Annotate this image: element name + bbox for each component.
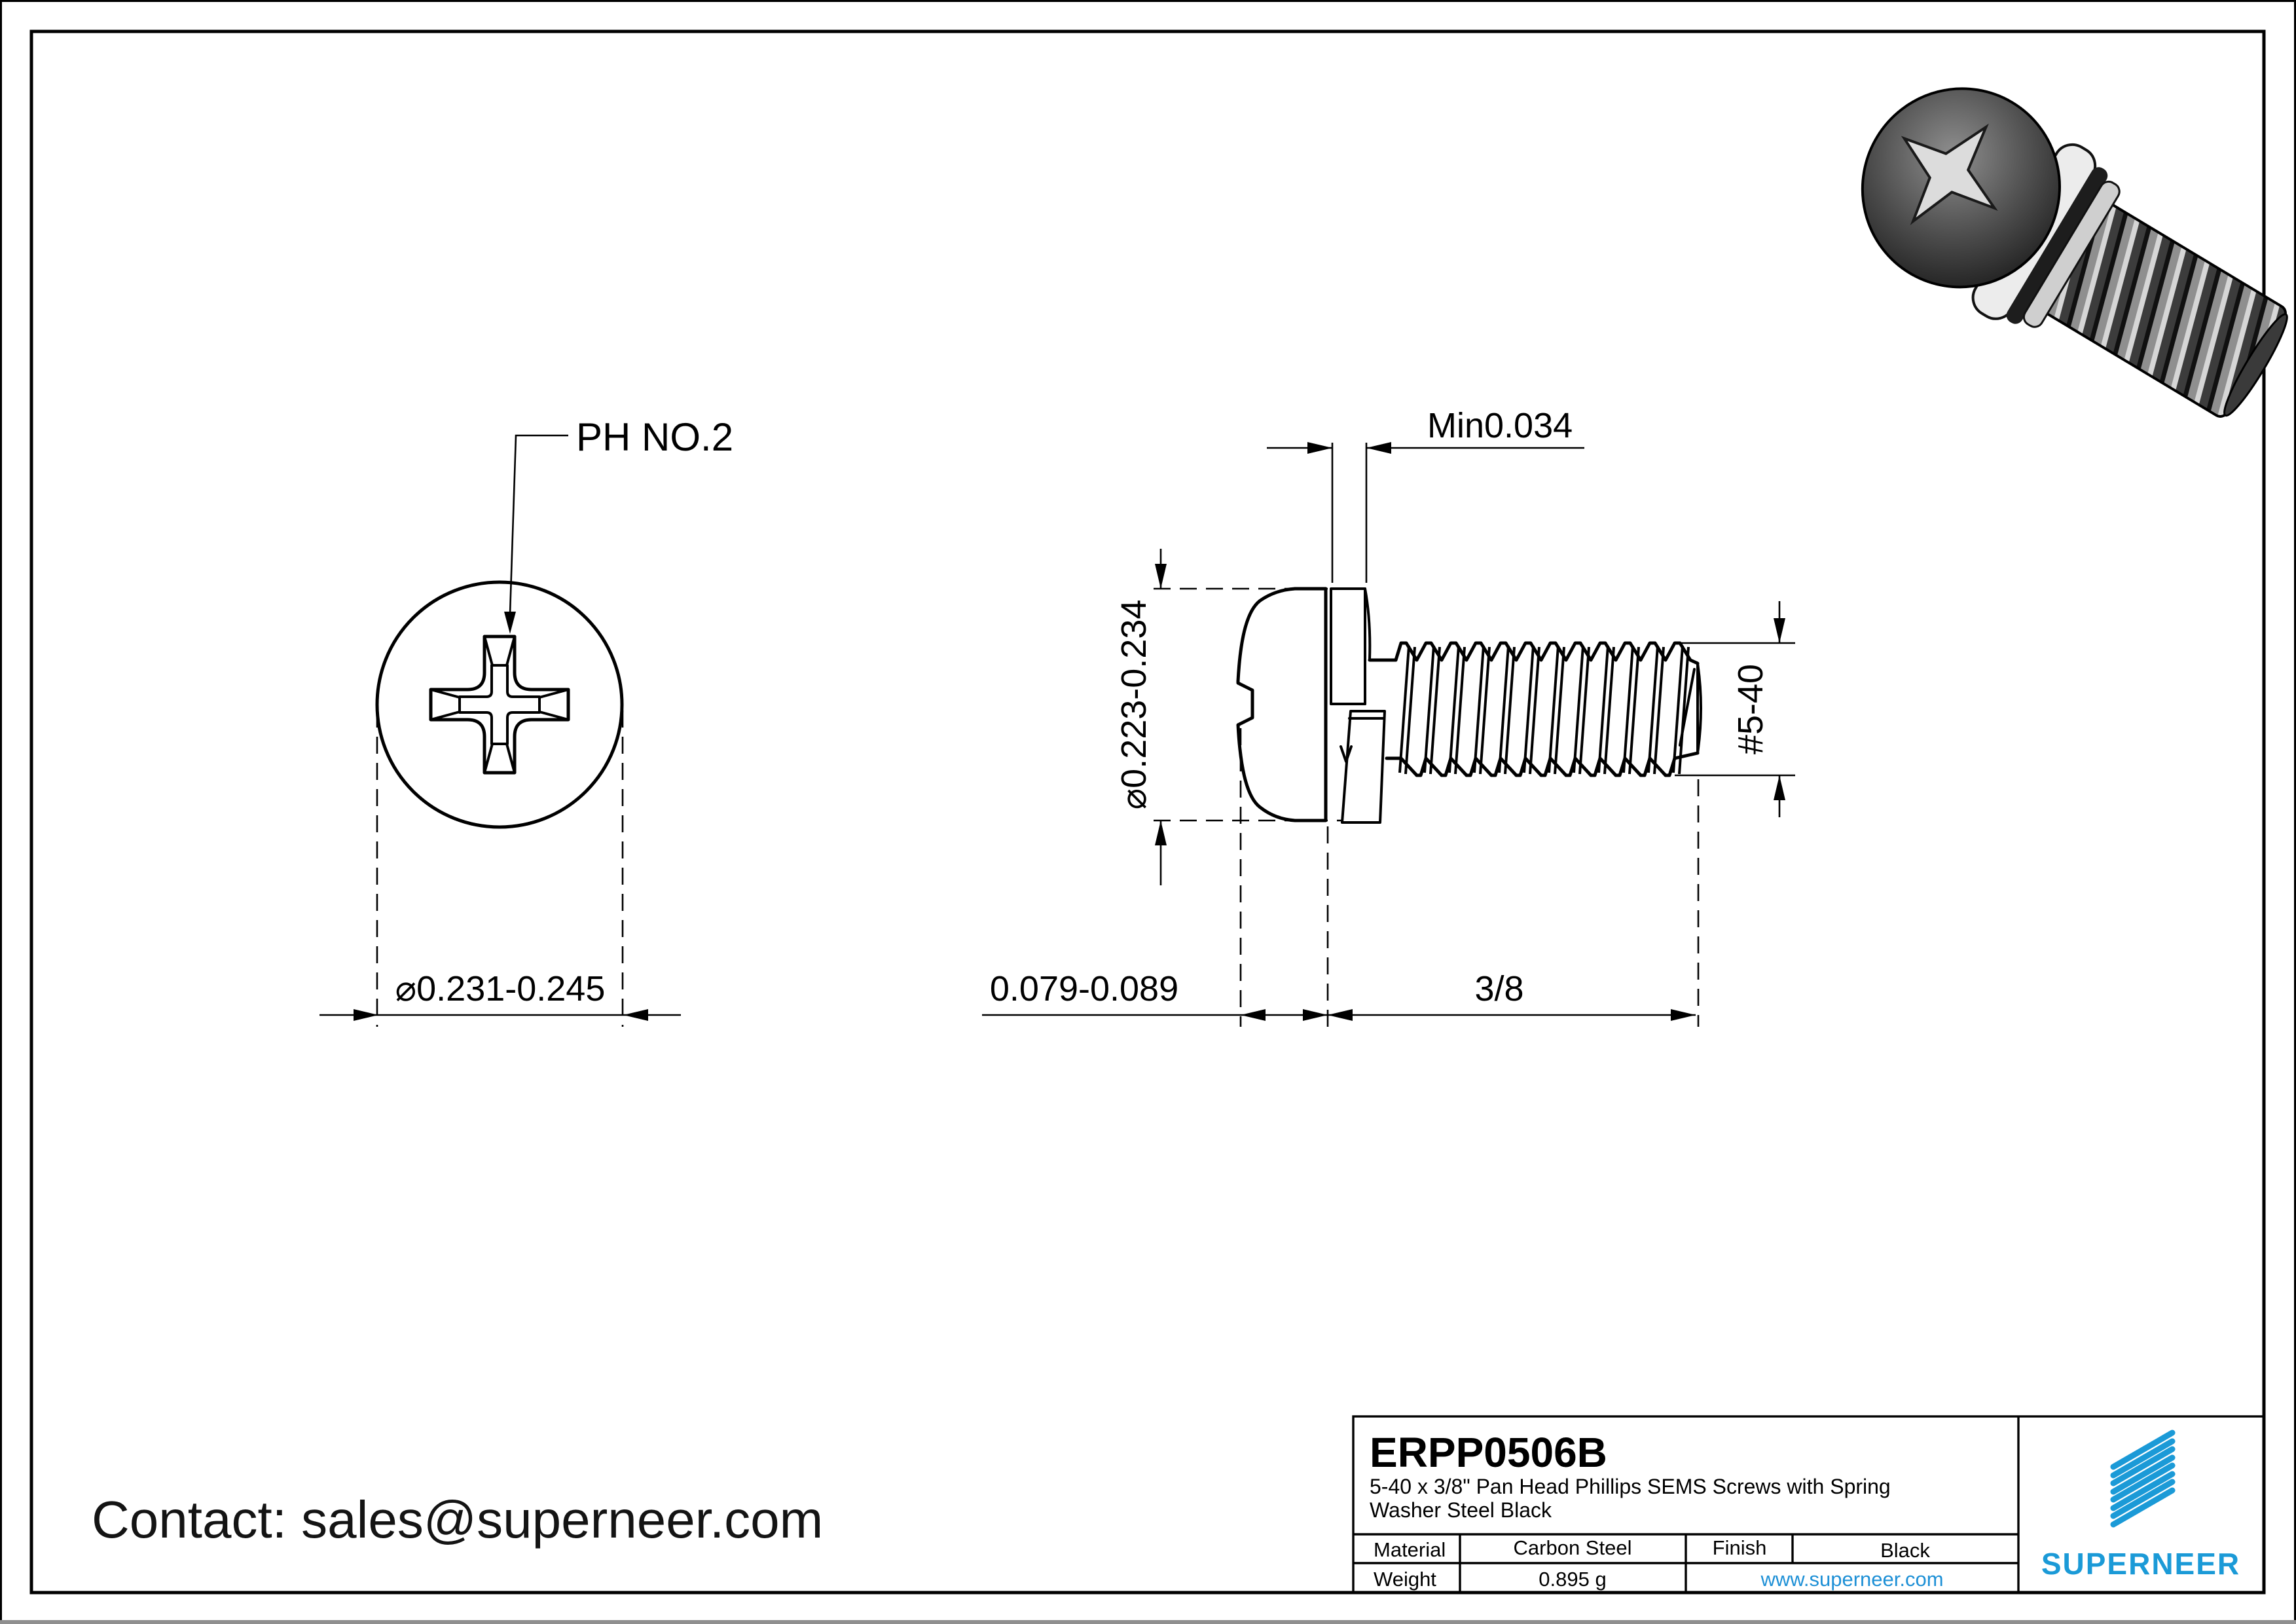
website-link[interactable]: www.superneer.com bbox=[1760, 1568, 1943, 1591]
brand-logo: SUPERNEER bbox=[2041, 1430, 2240, 1581]
description-line2: Washer Steel Black bbox=[1370, 1498, 1552, 1522]
weight-value: 0.895 g bbox=[1539, 1568, 1606, 1591]
washer-thickness-dimension: Min0.034 bbox=[1267, 406, 1584, 583]
thread-spec-dimension: #5-40 bbox=[1675, 601, 1795, 817]
length-dimensions: 0.079-0.089 3/8 bbox=[982, 728, 1700, 1027]
thread-end-chamfer bbox=[1679, 662, 1702, 754]
finish-label: Finish bbox=[1713, 1536, 1767, 1559]
drawing-frame bbox=[29, 29, 2266, 1595]
side-view: Min0.034 ⌀0.223-0.234 0.079-0.089 3/8 bbox=[982, 406, 1795, 1027]
brand-name: SUPERNEER bbox=[2041, 1547, 2240, 1581]
thread-flank-lines bbox=[1398, 645, 1690, 775]
phillips-cross-inner bbox=[458, 664, 541, 745]
contact-text: Contact: sales@superneer.com bbox=[92, 1490, 823, 1549]
screw-tip-3d bbox=[2223, 313, 2288, 417]
thread-spec-text: #5-40 bbox=[1731, 664, 1770, 754]
brand-logo-stripes bbox=[2110, 1430, 2176, 1528]
head-height-text: 0.079-0.089 bbox=[990, 969, 1178, 1008]
spring-washer-3d bbox=[2006, 167, 2108, 324]
title-block: ERPP0506B 5-40 x 3/8" Pan Head Phillips … bbox=[1352, 1415, 2265, 1594]
phillips-star-3d bbox=[1901, 123, 1998, 225]
washer-thickness-text: Min0.034 bbox=[1427, 406, 1573, 445]
front-view: PH NO.2 ⌀0.231-0.245 bbox=[319, 415, 733, 1027]
front-diameter-dimension: ⌀0.231-0.245 bbox=[319, 710, 681, 1027]
head-outline-circle bbox=[375, 580, 624, 829]
spring-washer-upper bbox=[1330, 587, 1372, 705]
material-label: Material bbox=[1374, 1538, 1446, 1561]
pan-head-profile bbox=[1236, 587, 1328, 822]
side-head-diameter-text: ⌀0.223-0.234 bbox=[1114, 600, 1154, 810]
description-line1: 5-40 x 3/8" Pan Head Phillips SEMS Screw… bbox=[1370, 1475, 1891, 1498]
thread-profile bbox=[1368, 641, 1702, 777]
screw-3d-render bbox=[1861, 87, 2288, 418]
weight-label: Weight bbox=[1374, 1568, 1436, 1591]
leader-arrowhead bbox=[504, 612, 516, 634]
part-number: ERPP0506B bbox=[1370, 1429, 1607, 1476]
material-value: Carbon Steel bbox=[1514, 1536, 1632, 1559]
window-bottom-edge bbox=[0, 1620, 2296, 1624]
spring-washer-lower bbox=[1339, 710, 1386, 824]
side-head-diameter-dimension: ⌀0.223-0.234 bbox=[1114, 549, 1343, 885]
front-head-diameter-text: ⌀0.231-0.245 bbox=[395, 969, 606, 1008]
recess-leader: PH NO.2 bbox=[504, 415, 733, 634]
finish-value: Black bbox=[1880, 1539, 1930, 1562]
recess-label: PH NO.2 bbox=[576, 415, 733, 459]
thread-length-text: 3/8 bbox=[1474, 969, 1523, 1008]
washer-ring2-3d bbox=[2022, 180, 2121, 328]
